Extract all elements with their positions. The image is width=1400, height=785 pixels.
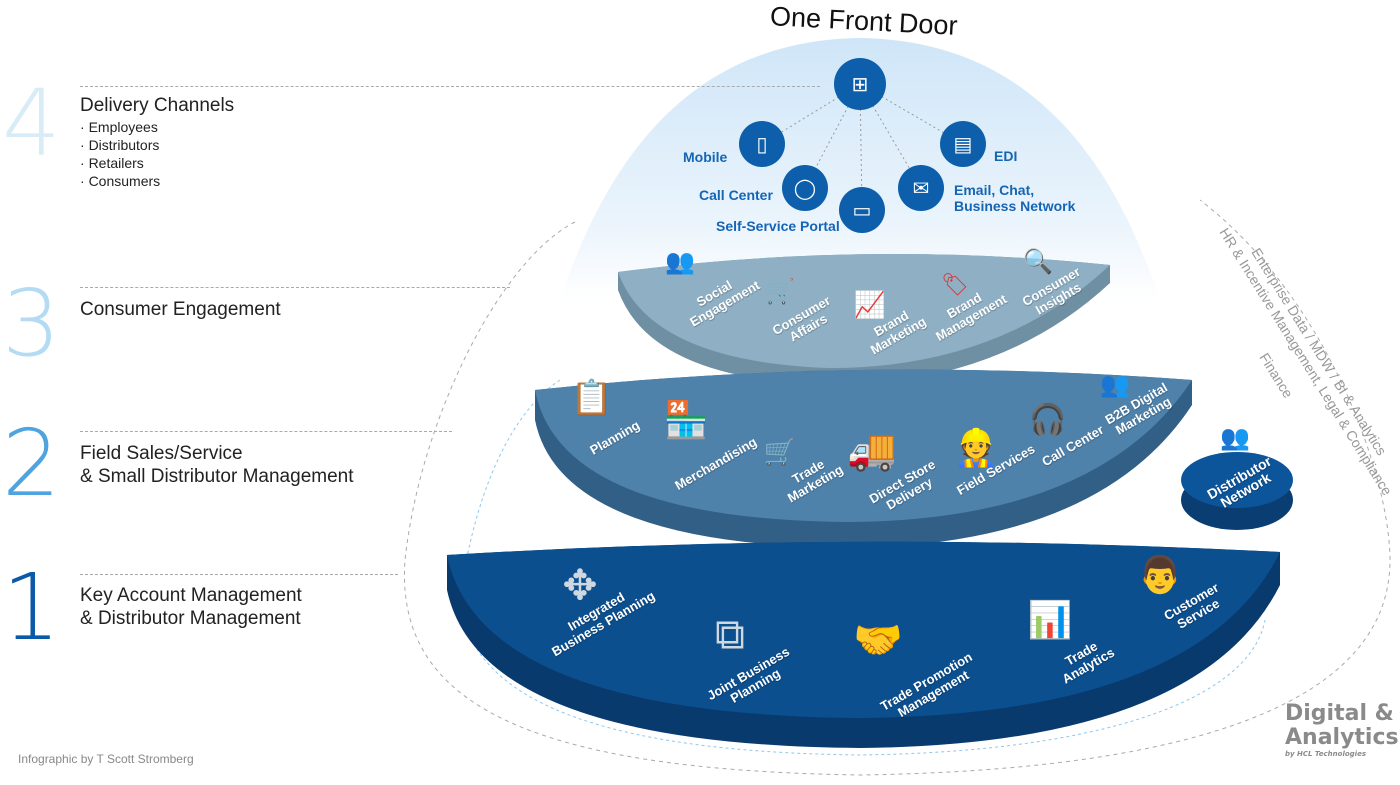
headset-icon: 🎧 bbox=[1029, 403, 1067, 437]
list-item: Consumers bbox=[80, 172, 161, 190]
envelope-icon: ✉ bbox=[898, 165, 944, 211]
level-4-title: Delivery Channels bbox=[80, 95, 235, 116]
level-2-divider bbox=[80, 431, 452, 432]
logo-line3: by HCL Technologies bbox=[1285, 750, 1366, 758]
level-1-number: 1 bbox=[2, 554, 61, 661]
level-4-list: Employees Distributors Retailers Consume… bbox=[80, 118, 161, 190]
level-1-title-line1: Key Account Management bbox=[80, 585, 302, 606]
delivery-truck-icon: 🚚 bbox=[847, 428, 897, 473]
level-1-title: Key Account Management& Distributor Mana… bbox=[80, 584, 302, 630]
handshake-icon: 🤝 bbox=[853, 618, 903, 663]
list-item: Retailers bbox=[80, 154, 160, 172]
channel-email-line2: Business Network bbox=[954, 198, 1076, 214]
credit-text: Infographic by T Scott Stromberg bbox=[18, 752, 194, 766]
inner-dashed-boundary bbox=[459, 379, 1266, 756]
level-2-title: Field Sales/Service& Small Distributor M… bbox=[80, 442, 354, 488]
channel-call-center-label: Call Center bbox=[699, 187, 773, 203]
clipboard-clock-icon: 📋 bbox=[570, 379, 614, 417]
channel-mobile-label: Mobile bbox=[683, 149, 728, 165]
people-icon: 👥 bbox=[665, 248, 695, 276]
channel-self-service-label: Self-Service Portal bbox=[716, 218, 840, 234]
level-4-number: 4 bbox=[2, 70, 61, 177]
level-1-divider bbox=[80, 574, 398, 575]
level-3-divider bbox=[80, 287, 510, 288]
channel-email-label: Email, Chat,Business Network bbox=[954, 182, 1075, 214]
customer-service-agent-icon: 👨 bbox=[1137, 554, 1183, 595]
logo-line1: Digital & bbox=[1285, 701, 1394, 726]
level-3-title: Consumer Engagement bbox=[80, 299, 281, 320]
layer-3-top bbox=[618, 254, 1110, 368]
tag-icon: 🏷 bbox=[941, 272, 969, 297]
layer-1-top bbox=[447, 541, 1280, 718]
speech-bubble-icon: ◯ bbox=[782, 165, 828, 211]
cart-no-entry-icon: 🛒 bbox=[763, 436, 797, 467]
level-2-title-line1: Field Sales/Service bbox=[80, 443, 243, 464]
logo-line2: Analytics bbox=[1285, 725, 1399, 750]
shopping-cart-icon: 🛒 bbox=[765, 278, 795, 306]
sitemap-icon: ⊞ bbox=[834, 58, 886, 110]
list-item: Distributors bbox=[80, 136, 160, 154]
distributor-cylinder-top bbox=[1181, 452, 1293, 508]
hcl-logo: Digital & Analytics by HCL Technologies bbox=[1285, 701, 1399, 759]
shop-icon: 🏪 bbox=[663, 399, 709, 440]
b2b-people-icon: 👥 bbox=[1100, 371, 1130, 399]
channel-edi-label: EDI bbox=[994, 148, 1018, 164]
level-3-number: 3 bbox=[2, 270, 61, 377]
level-1-title-line2: & Distributor Management bbox=[80, 608, 301, 629]
channel-email-line1: Email, Chat, bbox=[954, 182, 1035, 198]
level-2-title-line2: & Small Distributor Management bbox=[80, 466, 354, 487]
org-people-icon: 👥 bbox=[1220, 424, 1250, 452]
linked-blocks-icon: ⧉ bbox=[715, 610, 745, 658]
puzzle-arrows-icon: ✥ bbox=[562, 561, 598, 609]
worker-icon: 👷 bbox=[953, 427, 999, 468]
level-4-divider bbox=[80, 86, 820, 87]
level-2-number: 2 bbox=[2, 410, 61, 517]
analyst-chart-icon: 📊 bbox=[1027, 599, 1073, 640]
list-item: Employees bbox=[80, 118, 160, 136]
mobile-icon: ▯ bbox=[739, 121, 785, 167]
layer-2-top bbox=[535, 369, 1192, 522]
chart-up-icon: 📈 bbox=[853, 289, 887, 320]
magnifier-icon: 🔍 bbox=[1023, 248, 1053, 276]
monitor-icon: ▭ bbox=[839, 187, 885, 233]
outer-dashed-boundary bbox=[403, 199, 1391, 776]
document-icon: ▤ bbox=[940, 121, 986, 167]
front-door-dome bbox=[560, 38, 1160, 300]
